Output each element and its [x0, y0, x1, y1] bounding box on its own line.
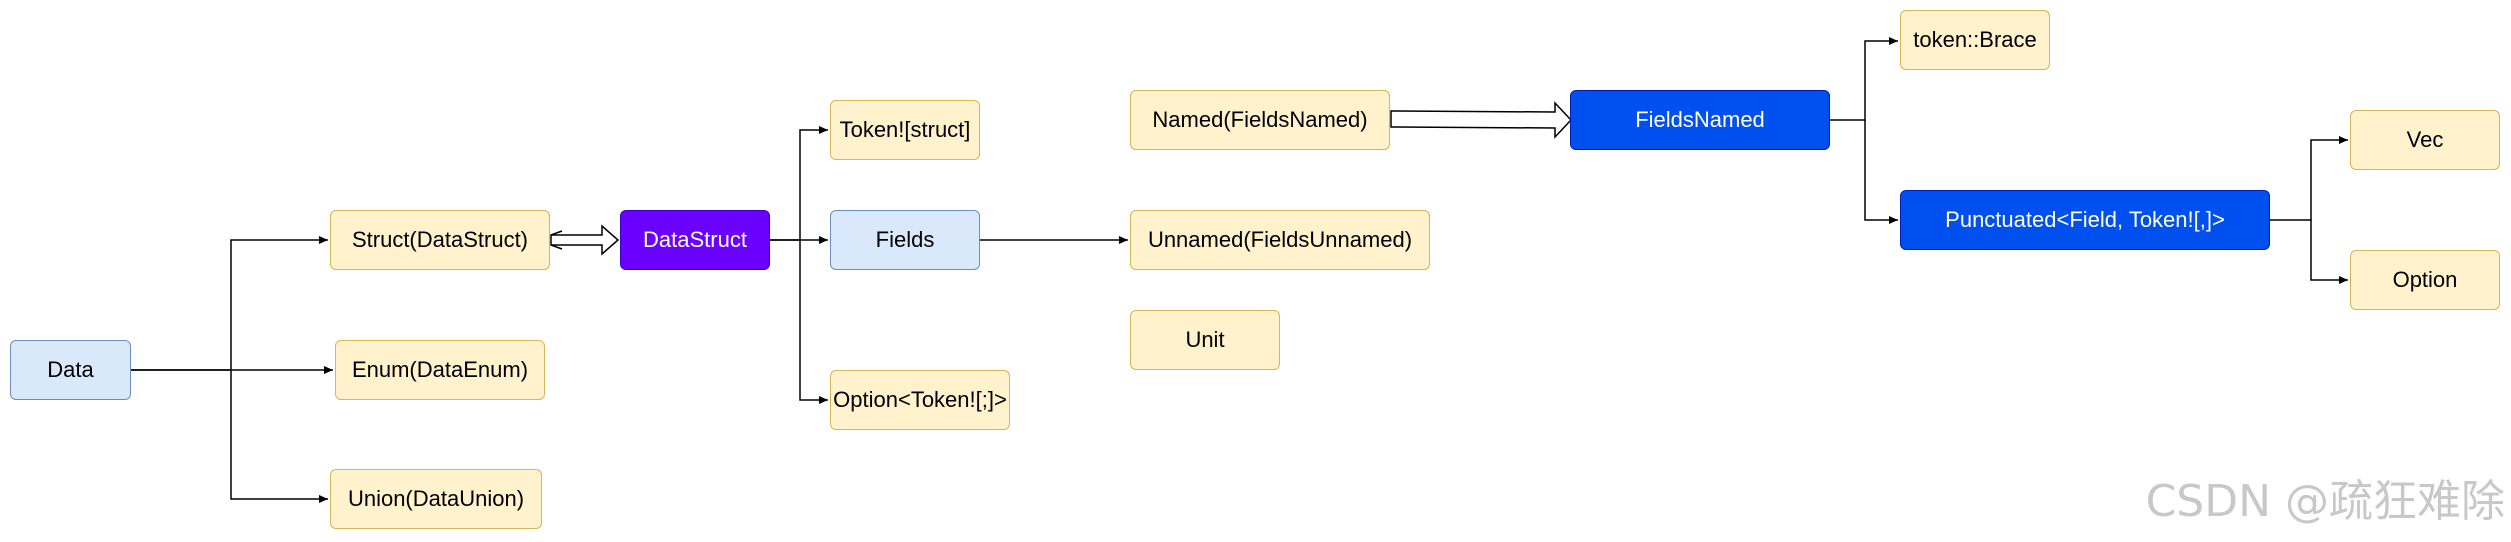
edge-punctuated-vec — [2270, 136, 2348, 221]
edge-named-fieldsnamed — [1390, 101, 1573, 139]
edge-struct-datastruct — [550, 224, 620, 256]
node-token-struct: Token![struct] — [830, 100, 980, 160]
node-fieldsnamed: FieldsNamed — [1570, 90, 1830, 150]
edge-datastruct-option — [799, 240, 828, 404]
edge-data-struct — [131, 236, 328, 371]
edge-fieldsnamed-punctuated — [1864, 120, 1898, 224]
node-option-semi: Option<Token![;]> — [830, 370, 1010, 430]
node-data: Data — [10, 340, 131, 400]
edge-data-union — [230, 370, 328, 503]
node-vec: Vec — [2350, 110, 2500, 170]
node-datastruct: DataStruct — [620, 210, 770, 270]
edge-fieldsnamed-brace — [1830, 37, 1898, 121]
edge-punctuated-option — [2310, 220, 2348, 284]
node-punctuated: Punctuated<Field, Token![,]> — [1900, 190, 2270, 250]
node-struct: Struct(DataStruct) — [330, 210, 550, 270]
node-brace: token::Brace — [1900, 10, 2050, 70]
node-named: Named(FieldsNamed) — [1130, 90, 1390, 150]
edge-datastruct-token — [770, 126, 828, 241]
node-unnamed: Unnamed(FieldsUnnamed) — [1130, 210, 1430, 270]
node-enum: Enum(DataEnum) — [335, 340, 545, 400]
node-option: Option — [2350, 250, 2500, 310]
watermark: CSDN @疏狂难除 — [2145, 476, 2505, 527]
node-fields: Fields — [830, 210, 980, 270]
node-unit: Unit — [1130, 310, 1280, 370]
node-union: Union(DataUnion) — [330, 469, 542, 529]
